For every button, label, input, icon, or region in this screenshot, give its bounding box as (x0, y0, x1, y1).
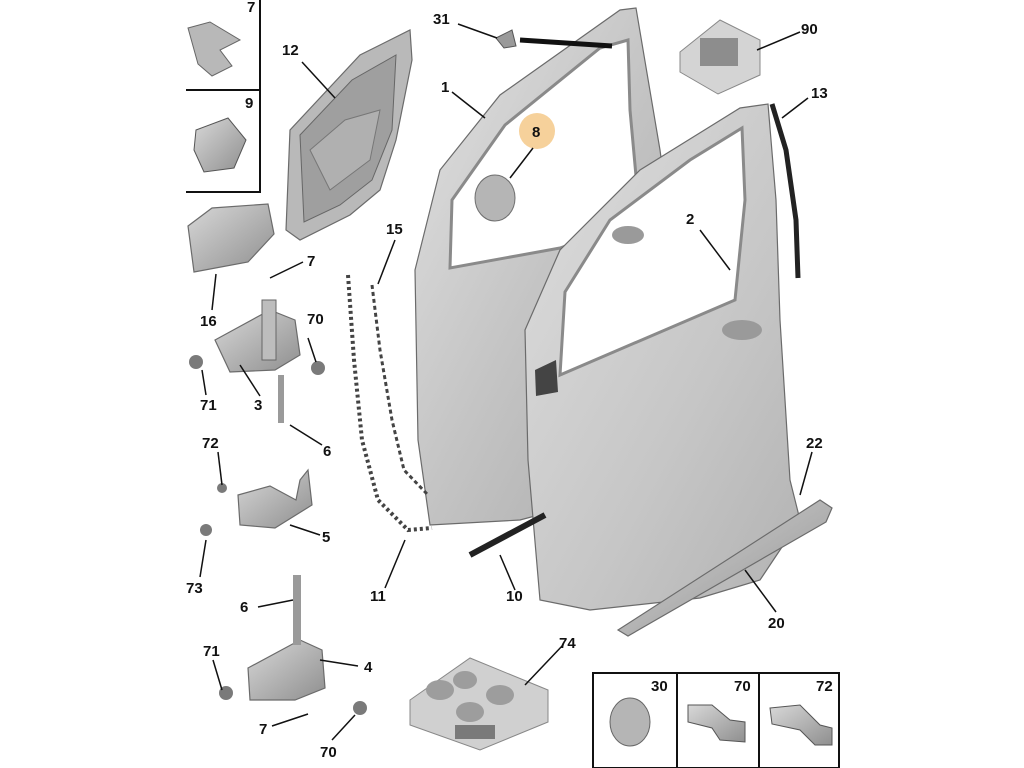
callout-12: 12 (282, 42, 299, 59)
part-2-door-shell (524, 103, 801, 611)
callout-13: 13 (811, 85, 828, 102)
callout-9: 9 (245, 95, 253, 112)
callout-7-mid: 7 (307, 253, 315, 270)
part-13-strip (769, 103, 801, 279)
callout-5: 5 (322, 529, 330, 546)
part-10-strip (468, 512, 547, 558)
callout-31: 31 (433, 11, 450, 28)
part-16-pad (187, 203, 275, 273)
leader-lines (199, 23, 813, 741)
callout-70-mid: 70 (307, 311, 324, 328)
part-20-moulding (616, 499, 833, 637)
part-12-inner-panel (285, 29, 413, 241)
callout-8: 8 (532, 124, 540, 141)
callout-7-top: 7 (247, 0, 255, 16)
detail-box-72 (758, 672, 840, 768)
callout-70-box: 70 (734, 678, 751, 695)
callout-70-bottom: 70 (320, 744, 337, 761)
part-90-kit (679, 19, 761, 95)
part-31-clip (495, 29, 517, 49)
callout-30: 30 (651, 678, 668, 695)
callout-71-mid: 71 (200, 397, 217, 414)
part-8-highlight (519, 113, 555, 149)
part-8-plug (474, 174, 516, 222)
callout-3: 3 (254, 397, 262, 414)
callout-6-bottom: 6 (240, 599, 248, 616)
callout-11: 11 (370, 588, 386, 605)
part-15-seal (370, 284, 430, 497)
callout-7-bottom: 7 (259, 721, 267, 738)
part-31-seal (519, 37, 613, 49)
callout-22: 22 (806, 435, 823, 452)
callout-2: 2 (686, 211, 694, 228)
callout-20: 20 (768, 615, 785, 632)
callout-73: 73 (186, 580, 203, 597)
callout-labels: 31 90 12 1 8 13 9 7 15 2 16 7 70 71 3 6 … (186, 0, 833, 761)
callout-4: 4 (364, 659, 373, 676)
callout-1: 1 (441, 79, 449, 96)
callout-72-mid: 72 (202, 435, 219, 452)
callout-10: 10 (506, 588, 523, 605)
part-4-hinge (219, 575, 367, 715)
callout-71-bottom: 71 (203, 643, 220, 660)
part-74-kit (409, 657, 549, 751)
detail-box-9 (186, 89, 261, 193)
callout-74: 74 (559, 635, 576, 652)
part-3-hinge (189, 299, 325, 423)
callout-72-box: 72 (816, 678, 833, 695)
callout-90: 90 (801, 21, 818, 38)
part-5-hinge (200, 468, 313, 536)
callout-15: 15 (386, 221, 403, 238)
callout-16: 16 (200, 313, 217, 330)
callout-6-mid: 6 (323, 443, 331, 460)
